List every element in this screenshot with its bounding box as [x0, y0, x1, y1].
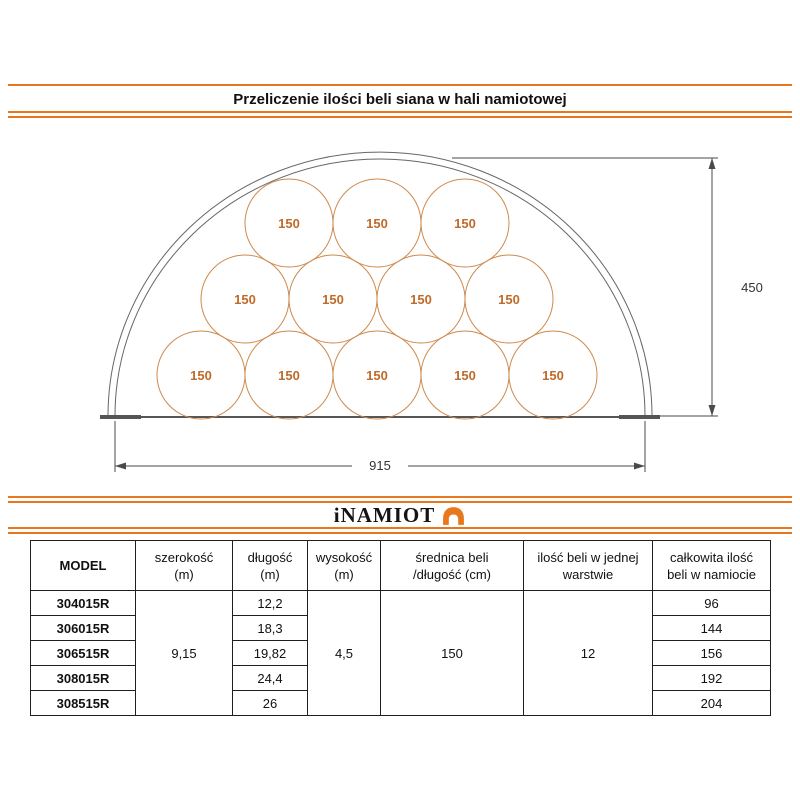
calkowita-cell: 96 — [652, 590, 771, 616]
bale-count-label: 150 — [322, 292, 344, 307]
height-dimension — [452, 157, 718, 417]
dlugosc-cell: 12,2 — [232, 590, 308, 616]
col-header-srednica: średnica beli /długość (cm) — [380, 540, 524, 591]
arrow-left-icon — [115, 462, 126, 470]
col-header-calkowita: całkowita ilość beli w namiocie — [652, 540, 771, 591]
col-header-dlugosc: długość (m) — [232, 540, 308, 591]
dlugosc-cell: 26 — [232, 690, 308, 716]
bale-count-label: 150 — [234, 292, 256, 307]
table-row: 308515R 26 204 — [30, 690, 771, 716]
bale-count-label: 150 — [366, 216, 388, 231]
col-header-wysokosc: wysokość (m) — [307, 540, 381, 591]
width-dimension-label: 915 — [369, 458, 391, 473]
tent-cross-section-diagram: 150 150 150 150 150 150 150 150 150 150 … — [100, 151, 763, 473]
hay-bale-circle — [464, 254, 554, 344]
col-header-label: ilość beli w jednej — [537, 549, 639, 565]
calkowita-cell: 192 — [652, 665, 771, 691]
wysokosc-cell: 4,5 — [307, 590, 381, 716]
logo-bottom-rule-2 — [8, 532, 792, 534]
logo-top-rule-2 — [8, 501, 792, 503]
szerokosc-cell: 9,15 — [135, 590, 233, 716]
page-title: Przeliczenie ilości beli siana w hali na… — [233, 91, 567, 108]
col-header-label: wysokość — [315, 549, 373, 565]
model-cell: 308515R — [30, 690, 136, 716]
title-bottom-rule-2 — [8, 116, 792, 118]
bale-row-bottom: 150 150 150 150 150 — [156, 330, 598, 420]
col-header-ilosc-warstwa: ilość beli w jednej warstwie — [523, 540, 653, 591]
dlugosc-cell: 19,82 — [232, 640, 308, 666]
col-header-label: średnica beli — [415, 549, 489, 565]
bale-count-label: 150 — [190, 368, 212, 383]
brand-logo-text: iNAMIOT — [333, 502, 436, 527]
bale-count-label: 150 — [278, 216, 300, 231]
title-bottom-rule-1 — [8, 111, 792, 113]
ilosc-warstwa-cell: 12 — [523, 590, 653, 716]
col-header-unit: (m) — [174, 566, 194, 582]
col-header-model: MODEL — [30, 540, 136, 591]
model-cell: 306015R — [30, 615, 136, 641]
dlugosc-cell: 18,3 — [232, 615, 308, 641]
height-dimension-label: 450 — [741, 280, 763, 295]
tent-arch — [107, 151, 653, 417]
bale-count-label: 150 — [278, 368, 300, 383]
calkowita-cell: 156 — [652, 640, 771, 666]
bale-count-label: 150 — [542, 368, 564, 383]
srednica-cell: 150 — [380, 590, 524, 716]
col-header-szerokosc: szerokość (m) — [135, 540, 233, 591]
model-cell: 304015R — [30, 590, 136, 616]
model-cell: 306515R — [30, 640, 136, 666]
col-header-label: szerokość — [154, 549, 214, 565]
col-header-unit: (m) — [260, 566, 280, 582]
col-header-unit: /długość (cm) — [412, 566, 492, 582]
width-dimension — [114, 421, 646, 472]
spec-table: MODEL szerokość (m) długość (m) wysokość… — [30, 540, 771, 716]
bale-count-label: 150 — [454, 216, 476, 231]
logo-top-rule-1 — [8, 496, 792, 498]
table-row: 306015R 18,3 144 — [30, 615, 771, 641]
bale-count-label: 150 — [366, 368, 388, 383]
brand-logo: iNAMIOT — [0, 503, 800, 527]
bale-count-label: 150 — [454, 368, 476, 383]
hay-bale-circle — [508, 330, 598, 420]
logo-bottom-rule-1 — [8, 527, 792, 529]
bale-row-top: 150 150 150 — [244, 178, 510, 268]
col-header-unit: (m) — [334, 566, 354, 582]
table-row: 304015R 9,15 12,2 4,5 150 12 96 — [30, 590, 771, 716]
col-header-label: długość — [247, 549, 293, 565]
bale-count-label: 150 — [410, 292, 432, 307]
table-row: 308015R 24,4 192 — [30, 665, 771, 691]
tent-icon — [443, 506, 465, 525]
bale-row-middle: 150 150 150 150 — [200, 254, 554, 344]
col-header-unit: beli w namiocie — [667, 566, 756, 582]
bale-count-label: 150 — [498, 292, 520, 307]
calkowita-cell: 144 — [652, 615, 771, 641]
hay-bale-circle — [420, 178, 510, 268]
table-header-row: MODEL szerokość (m) długość (m) wysokość… — [30, 540, 771, 591]
arrow-down-icon — [708, 405, 716, 416]
col-header-label: MODEL — [59, 558, 107, 573]
arrow-up-icon — [708, 158, 716, 169]
dlugosc-cell: 24,4 — [232, 665, 308, 691]
col-header-unit: warstwie — [562, 566, 614, 582]
title-top-rule — [8, 84, 792, 86]
model-cell: 308015R — [30, 665, 136, 691]
calkowita-cell: 204 — [652, 690, 771, 716]
arrow-right-icon — [634, 462, 645, 470]
col-header-label: całkowita ilość — [669, 549, 754, 565]
